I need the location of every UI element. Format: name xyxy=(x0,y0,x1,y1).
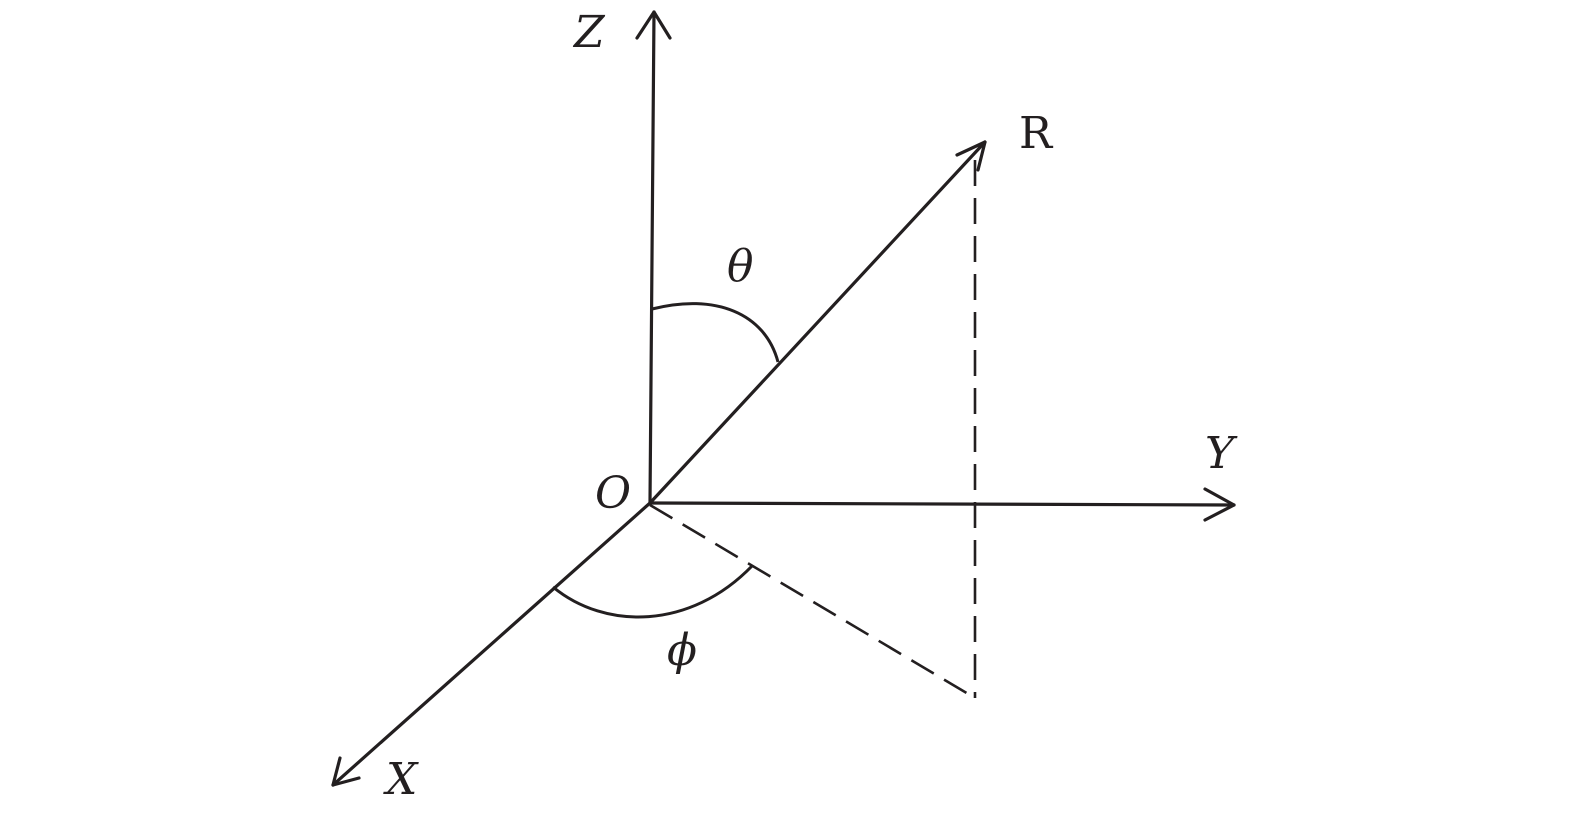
r-vector-label: R xyxy=(1019,108,1054,159)
x-axis-label: X xyxy=(383,754,419,805)
z-axis-line xyxy=(648,10,656,505)
z-axis-label: Z xyxy=(572,7,606,58)
r-vector-line xyxy=(648,140,987,505)
xy-projection-dashed xyxy=(649,503,976,700)
r-vector-arrowhead xyxy=(955,140,987,172)
z-axis-arrowhead xyxy=(635,10,672,40)
theta-label: θ xyxy=(727,241,754,292)
x-axis-arrowhead xyxy=(331,756,361,787)
phi-angle-arc xyxy=(552,564,754,619)
origin-label: O xyxy=(595,468,631,519)
y-axis-line xyxy=(648,501,1236,507)
y-axis-arrowhead xyxy=(1203,487,1236,522)
y-axis-label: Y xyxy=(1205,428,1238,479)
phi-label: ϕ xyxy=(667,625,697,676)
theta-angle-arc xyxy=(651,302,780,363)
x-axis-line xyxy=(331,501,652,787)
